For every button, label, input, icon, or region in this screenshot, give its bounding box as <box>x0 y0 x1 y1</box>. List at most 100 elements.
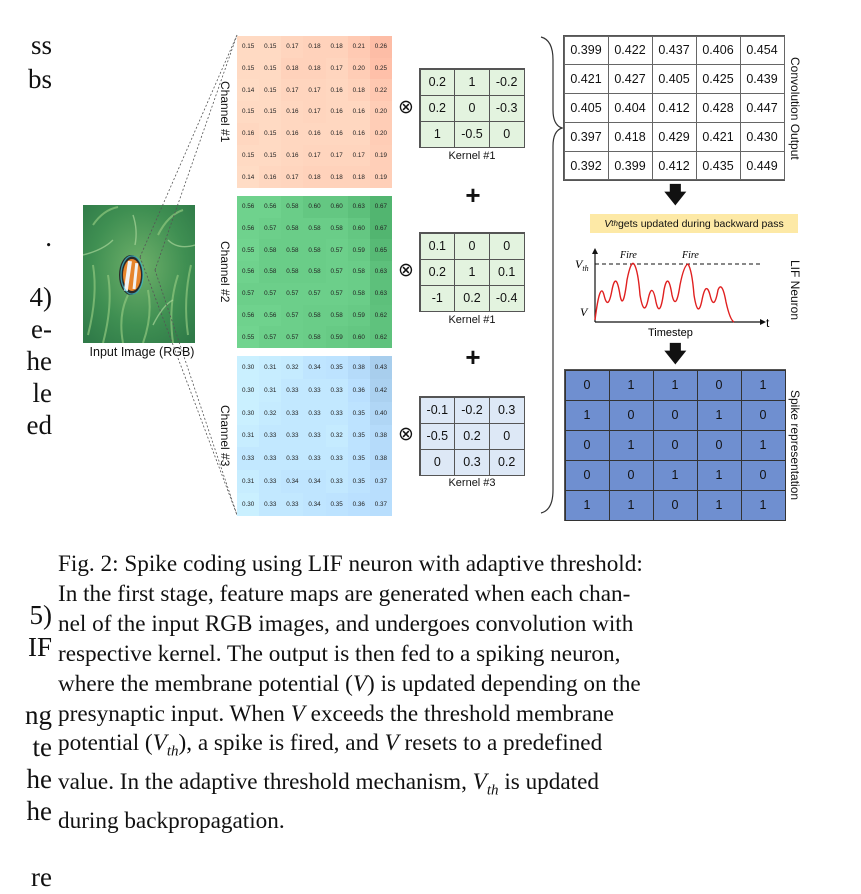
channel-cell: 0.20 <box>347 57 370 80</box>
left-text-fragment: le <box>32 378 53 408</box>
channel-cell: 0.18 <box>303 57 326 80</box>
channel-cell: 0.33 <box>259 470 282 494</box>
channel-cell: 0.58 <box>303 261 326 283</box>
channel-cell: 0.32 <box>259 401 282 425</box>
channel-cell: 0.58 <box>281 261 304 283</box>
channel-cell: 0.58 <box>325 217 348 240</box>
channel-cell: 0.34 <box>281 470 304 494</box>
channel-cell: 0.19 <box>369 144 392 167</box>
channel-cell: 0.56 <box>259 196 282 218</box>
channel-cell: 0.17 <box>281 36 304 58</box>
channel-cell: 0.38 <box>369 424 392 448</box>
channel-cell: 0.17 <box>303 144 326 167</box>
channel-cell: 0.58 <box>325 304 348 327</box>
channel-cell: 0.65 <box>369 239 392 262</box>
channel-cell: 0.33 <box>281 493 304 516</box>
channel-cell: 0.17 <box>303 101 326 123</box>
figure-caption: Fig. 2: Spike coding using LIF neuron wi… <box>58 550 805 836</box>
input-image <box>83 205 195 343</box>
output-cell: 0.449 <box>739 150 785 181</box>
channel-cell: 0.57 <box>325 261 348 283</box>
lif-neuron-plot: Fire Fire Vth V t Timestep <box>575 248 770 339</box>
output-cell: 0.421 <box>695 121 741 152</box>
channel-cell: 0.60 <box>347 217 370 240</box>
channel-cell: 0.15 <box>259 57 282 80</box>
output-cell: 0.392 <box>563 150 609 181</box>
kernel-cell: 0 <box>488 120 525 148</box>
kernel-cell: 0.2 <box>454 422 490 450</box>
channel-cell: 0.15 <box>237 36 260 58</box>
channel-cell: 0.34 <box>303 356 326 379</box>
channel-cell: 0.33 <box>325 401 348 425</box>
kernel-cell: -0.3 <box>488 94 525 122</box>
kernel-cell: 0.1 <box>419 232 456 260</box>
channel-cell: 0.43 <box>369 356 392 379</box>
kernel-cell: -1 <box>419 284 456 312</box>
left-text-fragment: 5) <box>29 600 53 630</box>
kernel-1-label: Kernel #1 <box>448 150 496 162</box>
channel-cell: 0.57 <box>325 282 348 305</box>
down-arrow-icon-2: 🡇 <box>664 341 687 366</box>
spike-cell: 1 <box>608 429 654 461</box>
lif-neuron-label: LIF Neuron <box>788 259 802 321</box>
channel-cell: 0.33 <box>303 378 326 402</box>
kernel-cell: 0 <box>488 232 525 260</box>
spike-cell: 1 <box>696 399 742 431</box>
channel-cell: 0.16 <box>281 122 304 145</box>
channel-cell: 0.33 <box>237 447 260 471</box>
output-cell: 0.399 <box>607 150 653 181</box>
kernel-cell: 0.1 <box>488 258 525 286</box>
kernel-cell: -0.5 <box>454 120 490 148</box>
v-axis-label: V <box>580 305 589 319</box>
kernel-cell: 0.2 <box>419 94 456 122</box>
output-cell: 0.412 <box>651 150 697 181</box>
channel-cell: 0.60 <box>303 196 326 218</box>
channel-cell: 0.55 <box>237 239 260 262</box>
output-cell: 0.428 <box>695 93 741 123</box>
left-text-fragment: ed <box>26 410 52 440</box>
left-text-fragment: IF <box>27 632 52 662</box>
channel-cell: 0.37 <box>369 470 392 494</box>
left-text-fragment: re <box>31 862 52 892</box>
channel-cell: 0.57 <box>259 326 282 348</box>
channel-cell: 0.18 <box>347 79 370 102</box>
kernel-cell: 0.2 <box>454 284 490 312</box>
t-axis-label: t <box>766 316 770 330</box>
spike-cell: 1 <box>740 369 786 401</box>
left-text-fragment: 4) <box>29 282 53 312</box>
channel-cell: 0.35 <box>347 470 370 494</box>
spike-cell: 0 <box>740 399 786 431</box>
channel-cell: 0.67 <box>369 196 392 218</box>
channel-cell: 0.15 <box>259 79 282 102</box>
caption-line: potential (Vth), a spike is fired, and V… <box>58 730 603 761</box>
output-cell: 0.439 <box>739 64 785 95</box>
down-arrow-icon-1: 🡇 <box>664 182 687 207</box>
channel-cell: 0.56 <box>237 217 260 240</box>
left-text-fragment: he <box>26 764 52 794</box>
channel-cell: 0.14 <box>237 166 260 188</box>
kernel-cell: 0.3 <box>488 396 525 424</box>
channel-cell: 0.15 <box>237 144 260 167</box>
channel-cell: 0.59 <box>347 239 370 262</box>
channel-cell: 0.17 <box>303 79 326 102</box>
kernel-3-label: Kernel #3 <box>448 477 496 489</box>
kernel-2-label: Kernel #1 <box>448 314 496 326</box>
channel-cell: 0.56 <box>259 304 282 327</box>
output-cell: 0.425 <box>695 64 741 95</box>
output-cell: 0.404 <box>607 93 653 123</box>
channel-cell: 0.57 <box>259 217 282 240</box>
time-axis-arrow-icon <box>760 319 766 325</box>
channel-cell: 0.18 <box>325 36 348 58</box>
channel-cell: 0.18 <box>325 166 348 188</box>
channel-cell: 0.58 <box>281 239 304 262</box>
caption-line: Fig. 2: Spike coding using LIF neuron wi… <box>58 551 643 577</box>
channel-cell: 0.16 <box>259 166 282 188</box>
channel-cell: 0.33 <box>281 447 304 471</box>
output-cell: 0.454 <box>739 35 785 66</box>
channel-cell: 0.15 <box>259 36 282 58</box>
output-cell: 0.429 <box>651 121 697 152</box>
channel-cell: 0.31 <box>259 356 282 379</box>
channel-cell: 0.15 <box>259 144 282 167</box>
